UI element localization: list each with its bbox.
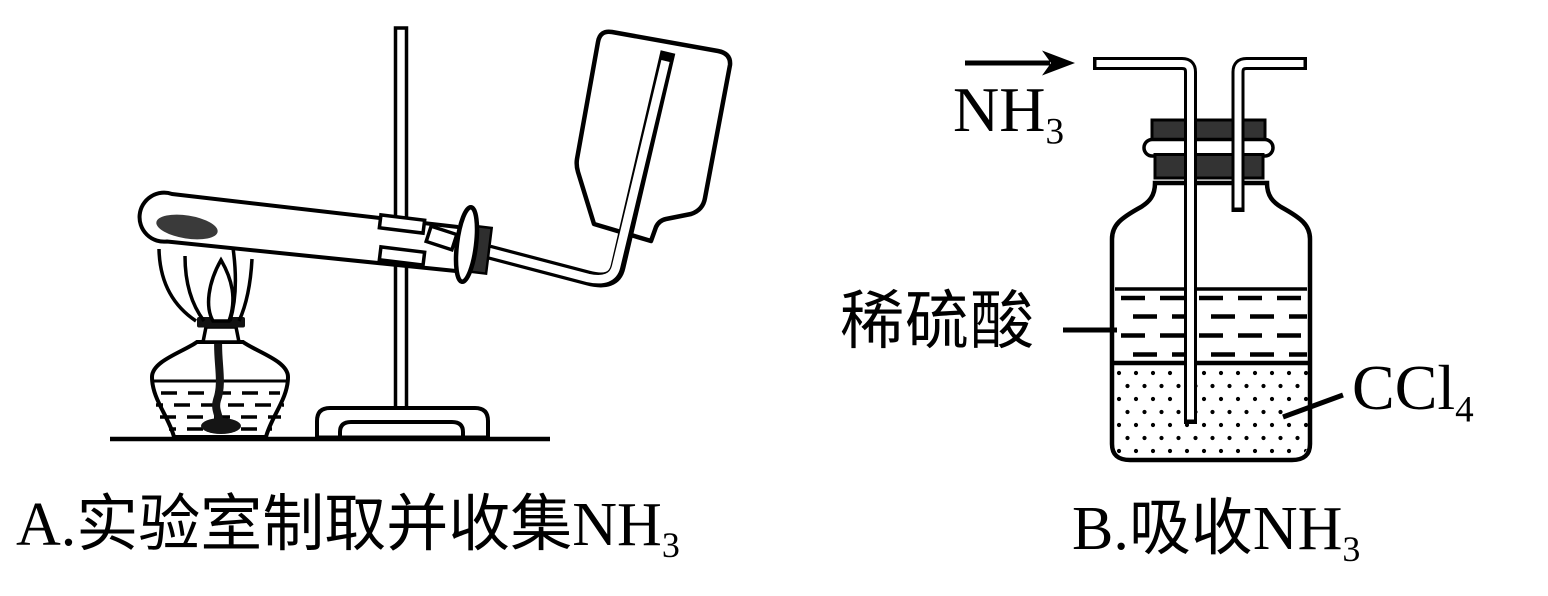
flame-icon: [157, 247, 254, 323]
nh3-gas-label: NH3: [953, 78, 1064, 151]
test-tube-outline: [137, 190, 459, 273]
gas-washing-bottle: [1109, 180, 1313, 463]
lamp-wick: [212, 320, 225, 423]
test-tube-stopper: [453, 205, 494, 284]
clamp-jaw-bottom: [377, 244, 427, 268]
ccl4-label: CCl4: [1352, 356, 1474, 429]
clamp-jaw-top: [377, 212, 427, 236]
ccl4-leader-line: [1282, 392, 1344, 420]
caption-b-subscript: 3: [1342, 529, 1361, 570]
inlet-tube: [1093, 57, 1197, 424]
stand-base-inner: [338, 420, 465, 440]
outlet-tube: [1231, 57, 1307, 212]
caption-b: B.吸收NH3: [1072, 498, 1360, 568]
lamp-collar: [200, 325, 242, 344]
caption-a-text: A.实验室制取并收集NH: [16, 491, 662, 559]
cotton-plug: [423, 224, 460, 252]
solid-reagent: [156, 214, 218, 240]
delivery-tube: [485, 50, 676, 288]
caption-a: A.实验室制取并收集NH3: [16, 494, 680, 564]
ccl4-label-subscript: 4: [1455, 389, 1474, 431]
nh3-gas-label-subscript: 3: [1045, 111, 1064, 153]
acid-layer-dashes: [1121, 295, 1307, 357]
dilute-sulfuric-acid-label-text: 稀硫酸: [840, 286, 1035, 357]
lamp-wick-base: [201, 418, 241, 434]
ccl4-layer-dots: [1114, 365, 1308, 457]
caption-b-text: B.吸收NH: [1072, 495, 1343, 563]
dilute-sulfuric-acid-label: 稀硫酸: [840, 290, 1035, 354]
flow-arrow-icon: [965, 50, 1075, 76]
inner-flame: [206, 256, 235, 323]
test-tube: [137, 190, 460, 273]
nh3-gas-label-text: NH: [953, 74, 1046, 145]
caption-a-subscript: 3: [661, 525, 680, 566]
ccl4-label-text: CCl: [1352, 352, 1456, 423]
alcohol-lamp: [149, 247, 291, 439]
bottle-stopper: [1142, 118, 1275, 180]
